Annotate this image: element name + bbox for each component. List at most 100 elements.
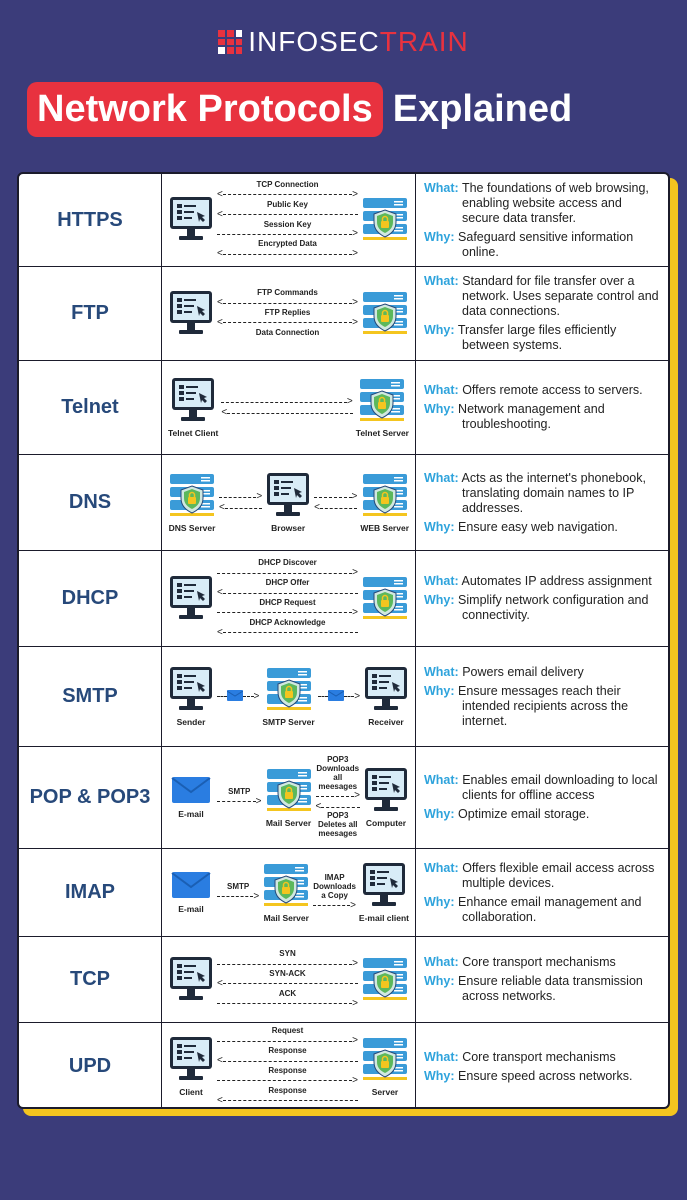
flow-arrow: Public Key< — [217, 200, 358, 220]
dash — [224, 507, 263, 509]
dash — [222, 1060, 358, 1062]
node-label: E-mail — [178, 809, 204, 820]
node-label: Mail Server — [263, 913, 309, 924]
monitor-node: Client — [168, 1035, 214, 1097]
arrow-group: IMAP Downloads a Copy> — [310, 873, 359, 911]
email-node: E-mail — [168, 870, 214, 914]
what-value: Enables email downloading to local clien… — [462, 773, 658, 802]
what-label: What: — [424, 1049, 459, 1064]
dash — [217, 963, 353, 965]
arrow-group: > — [214, 689, 262, 704]
why-value: Optimize email storage. — [458, 807, 590, 821]
dash — [320, 507, 358, 509]
server-node: Mail Server — [262, 861, 310, 923]
why-value: Ensure messages reach their intended rec… — [458, 683, 629, 728]
dashed-arrow-line: < — [217, 209, 358, 220]
arrow-right-icon: > — [352, 958, 358, 970]
what-value: Offers remote access to servers. — [462, 383, 643, 397]
node-label: E-mail client — [358, 913, 409, 924]
dashed-arrow-line: > — [217, 229, 358, 239]
arrow-group: >< — [218, 397, 355, 418]
what-label: What: — [424, 860, 459, 875]
server-node: DNS Server — [168, 471, 216, 533]
brand-logo: INFOSECTRAIN — [0, 26, 687, 58]
why-value: Enhance email management and collaborati… — [458, 894, 642, 924]
protocol-name: IMAP — [19, 849, 162, 936]
flow-arrow: SYN> — [217, 949, 358, 970]
what-label: What: — [424, 274, 459, 288]
arrow-label: Response — [268, 1066, 307, 1075]
arrow-label: Response — [268, 1085, 307, 1095]
dashed-arrow-line: > — [221, 397, 353, 407]
flow-arrow: <POP3 Deletes all meesages — [316, 802, 360, 838]
arrow-label: FTP Commands — [257, 288, 318, 298]
node-label: WEB Server — [360, 523, 410, 534]
what-value: Powers email delivery — [462, 664, 584, 679]
why-text: Why: Safeguard sensitive information onl… — [424, 230, 660, 260]
dashed-arrow-line: < — [217, 627, 358, 638]
what-text: What: Acts as the internet's phonebook, … — [424, 471, 660, 516]
flow-arrow: Session Key> — [217, 220, 358, 240]
server-node: Telnet Server — [356, 376, 409, 438]
arrow-right-icon: > — [352, 248, 358, 260]
server-icon — [361, 574, 409, 624]
arrow-label: POP3 Deletes all meesages — [317, 811, 358, 838]
protocol-name: POP & POP3 — [19, 747, 162, 848]
arrow-label: Request — [271, 1026, 304, 1036]
flow-arrow: SYN-ACK< — [217, 969, 358, 989]
why-text: Why: Ensure reliable data transmission a… — [424, 974, 660, 1004]
what-value: Standard for file transfer over a networ… — [462, 274, 659, 318]
why-value: Network management and troubleshooting. — [458, 402, 605, 431]
node-label: DNS Server — [168, 523, 216, 534]
flow-arrow: < — [314, 503, 358, 513]
server-node: Server — [361, 1035, 409, 1097]
dash — [315, 795, 355, 797]
dashed-arrow-line: < — [217, 1056, 358, 1066]
flow-arrow: > — [221, 397, 353, 407]
arrow-left-icon: < — [217, 587, 223, 598]
arrow-group: TCP Connection<>Public Key<Session Key>E… — [214, 179, 361, 260]
arrow-label: TCP Connection — [256, 179, 319, 189]
server-node — [361, 574, 409, 624]
arrow-label: SMTP — [228, 787, 251, 797]
arrow-right-icon: > — [352, 606, 358, 618]
server-node — [361, 289, 409, 339]
flow-arrow: DHCP Discover> — [217, 559, 358, 578]
email-node: E-mail — [168, 775, 214, 819]
flow-arrow: DHCP Acknowledge< — [217, 618, 358, 638]
server-icon — [262, 861, 310, 911]
dash — [217, 572, 353, 574]
arrow-group: DHCP Discover>DHCP Offer<DHCP Request>DH… — [214, 559, 361, 637]
dashed-arrow-line: > — [217, 997, 358, 1009]
arrow-group: Request>Response<Response>Response< — [214, 1027, 361, 1105]
arrow-right-icon: > — [352, 997, 358, 1009]
arrow-right-icon: > — [352, 188, 358, 200]
dashed-arrow-line: < — [217, 588, 358, 598]
what-text: What: Powers email delivery — [424, 665, 660, 680]
monitor-node — [168, 574, 214, 624]
dashed-arrow-line: > — [317, 689, 360, 704]
flow-arrow: FTP Commands<> — [217, 288, 358, 308]
arrow-left-icon: < — [217, 188, 223, 200]
dash — [217, 1080, 353, 1082]
dashed-arrow-line: > — [313, 900, 356, 911]
arrow-label: Encrypted Data — [258, 239, 317, 249]
what-text: What: Offers flexible email access acros… — [424, 861, 660, 891]
arrow-left-icon: < — [217, 977, 223, 989]
server-node: SMTP Server — [262, 665, 315, 727]
why-text: Why: Transfer large files efficiently be… — [424, 323, 660, 353]
server-icon — [265, 766, 313, 816]
node-label: Browser — [271, 523, 306, 534]
what-text: What: Core transport mechanisms — [424, 955, 660, 970]
arrow-label: DHCP Discover — [258, 558, 317, 568]
why-label: Why: — [424, 323, 455, 337]
monitor-node — [168, 195, 214, 245]
arrow-left-icon: < — [217, 1094, 223, 1106]
dashed-arrow-line: > — [217, 568, 358, 578]
